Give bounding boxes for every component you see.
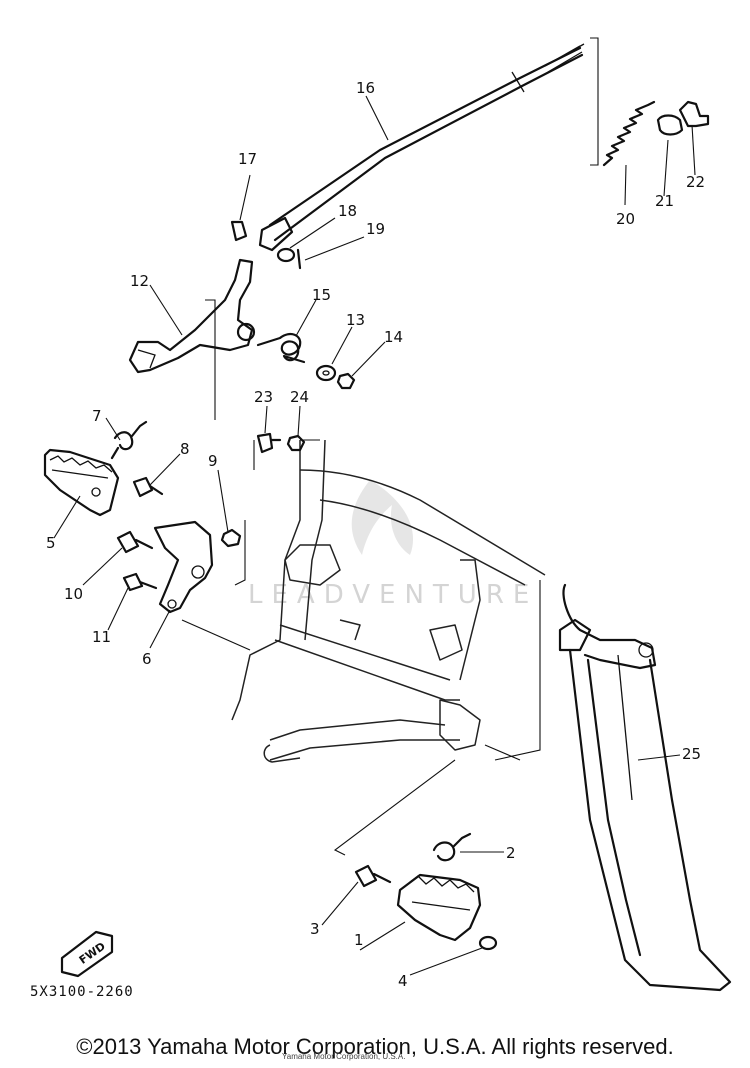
part-20-spring bbox=[602, 100, 656, 167]
part-7-spring bbox=[110, 420, 148, 460]
callout-10: 10 bbox=[64, 585, 83, 603]
part-21-adjuster bbox=[656, 114, 684, 136]
part-4-pin bbox=[478, 935, 498, 951]
callout-13: 13 bbox=[346, 311, 365, 329]
part-16-rod bbox=[268, 43, 585, 242]
callout-9: 9 bbox=[208, 452, 218, 470]
part-12-brake-pedal bbox=[128, 258, 256, 374]
copyright-notice: ©2013 Yamaha Motor Corporation, U.S.A. A… bbox=[76, 1034, 674, 1059]
watermark-text: LEADVENTURE bbox=[248, 580, 538, 610]
part-8-bolt bbox=[132, 476, 164, 498]
part-18-washer bbox=[258, 216, 296, 263]
callout-4: 4 bbox=[398, 972, 408, 990]
small-note: Yamaha Motor Corporation, U.S.A. bbox=[282, 1052, 406, 1061]
part-6-bracket bbox=[153, 520, 214, 614]
callout-11: 11 bbox=[92, 628, 111, 646]
leader-lines bbox=[53, 95, 696, 976]
part-15-spring bbox=[256, 332, 306, 364]
part-14-nut bbox=[336, 372, 356, 390]
callout-1: 1 bbox=[354, 931, 364, 949]
part-5-footrest bbox=[43, 448, 120, 517]
watermark: LEADVENTURE bbox=[248, 480, 538, 610]
part-13-washer bbox=[315, 364, 337, 382]
callout-18: 18 bbox=[338, 202, 357, 220]
part-17-pin bbox=[230, 220, 248, 242]
part-24-nut bbox=[286, 434, 306, 452]
part-1-footrest bbox=[396, 873, 482, 942]
callout-17: 17 bbox=[238, 150, 257, 168]
callout-22: 22 bbox=[686, 173, 705, 191]
motorcycle-frame bbox=[231, 439, 546, 763]
part-10-bolt bbox=[116, 530, 154, 554]
callout-15: 15 bbox=[312, 286, 331, 304]
part-22-wing-nut bbox=[678, 100, 710, 128]
part-3-bolt bbox=[354, 864, 392, 888]
callout-labels: 1 2 3 4 5 6 7 8 9 10 11 12 13 14 15 16 1… bbox=[46, 79, 705, 990]
part-9-nut bbox=[220, 528, 242, 548]
part-25-sidestand bbox=[558, 583, 732, 992]
part-19-pin bbox=[296, 248, 302, 270]
part-2-spring bbox=[432, 832, 472, 862]
exploded-parts-diagram: LEADVENTURE bbox=[43, 37, 732, 992]
callout-24: 24 bbox=[290, 388, 309, 406]
callout-6: 6 bbox=[142, 650, 152, 668]
callout-19: 19 bbox=[366, 220, 385, 238]
diagram-code: 5X3100-2260 bbox=[30, 984, 134, 1000]
part-23-bolt bbox=[256, 432, 282, 454]
callout-14: 14 bbox=[384, 328, 403, 346]
callout-7: 7 bbox=[92, 407, 102, 425]
assembly-lines bbox=[181, 37, 599, 856]
callout-23: 23 bbox=[254, 388, 273, 406]
callout-2: 2 bbox=[506, 844, 516, 862]
callout-21: 21 bbox=[655, 192, 674, 210]
callout-12: 12 bbox=[130, 272, 149, 290]
callout-25: 25 bbox=[682, 745, 701, 763]
watermark-flame-icon bbox=[351, 480, 414, 555]
callout-5: 5 bbox=[46, 534, 56, 552]
callout-20: 20 bbox=[616, 210, 635, 228]
callout-8: 8 bbox=[180, 440, 190, 458]
callout-16: 16 bbox=[356, 79, 375, 97]
part-11-bolt bbox=[122, 572, 158, 592]
callout-3: 3 bbox=[310, 920, 320, 938]
fwd-arrow-icon: FWD bbox=[60, 930, 114, 978]
